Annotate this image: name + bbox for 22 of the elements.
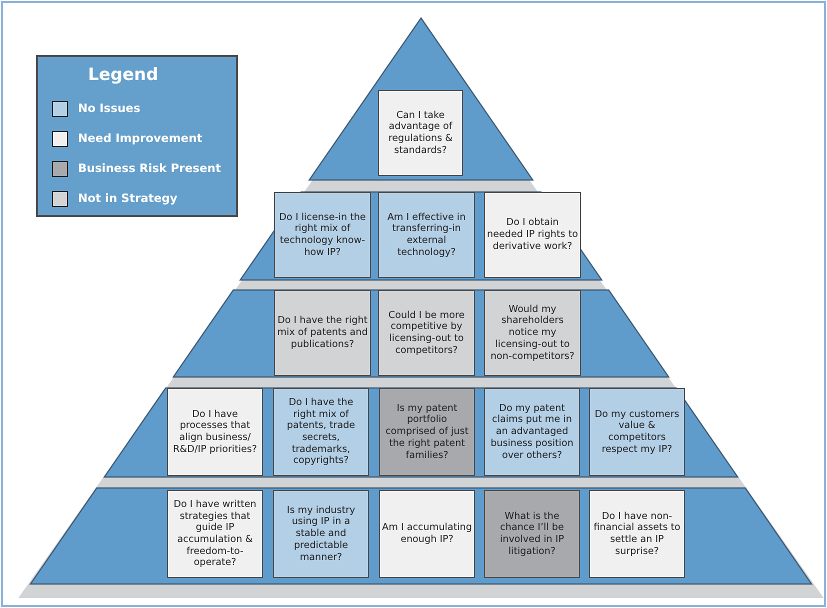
question-box: Am I effective in transferring-in external technology? bbox=[378, 192, 475, 278]
question-box: Is my patent portfolio comprised of just the right patent families? bbox=[379, 388, 475, 476]
question-box: Do I have non-financial assets to settle an IP surprise? bbox=[589, 490, 685, 578]
legend-title: Legend bbox=[88, 65, 158, 85]
question-box: Would my shareholders notice my licensing-out to non-competitors? bbox=[484, 290, 581, 376]
question-box: Do I license-in the right mix of technology know-how IP? bbox=[274, 192, 371, 278]
question-box: Is my industry using IP in a stable and predictable manner? bbox=[273, 490, 369, 578]
question-box: Could I be more competitive by licensing-out to competitors? bbox=[378, 290, 475, 376]
legend-label: No Issues bbox=[78, 101, 140, 115]
question-box: Do I have processes that align business/ R&D/IP priorities? bbox=[167, 388, 263, 476]
question-box: Do my patent claims put me in an advantaged business position over others? bbox=[484, 388, 580, 476]
question-box: Can I take advantage of regulations & standards? bbox=[378, 90, 463, 176]
question-box: Do I have the right mix of patents and publications? bbox=[274, 290, 371, 376]
question-box: Do I have written strategies that guide IP accumulation & freedom-to-operate? bbox=[167, 490, 263, 578]
question-box: Do I have the right mix of patents, trade secrets, trademarks, copyrights? bbox=[273, 388, 369, 476]
question-box: What is the chance I’ll be involved in IP litigation? bbox=[484, 490, 580, 578]
legend-label: Need Improvement bbox=[78, 131, 202, 145]
question-box: Do my customers value & competitors respect my IP? bbox=[589, 388, 685, 476]
question-box: Do I obtain needed IP rights to derivative work? bbox=[484, 192, 581, 278]
legend-label: Business Risk Present bbox=[78, 161, 221, 175]
question-box: Am I accumulating enough IP? bbox=[379, 490, 475, 578]
legend-label: Not in Strategy bbox=[78, 191, 178, 205]
